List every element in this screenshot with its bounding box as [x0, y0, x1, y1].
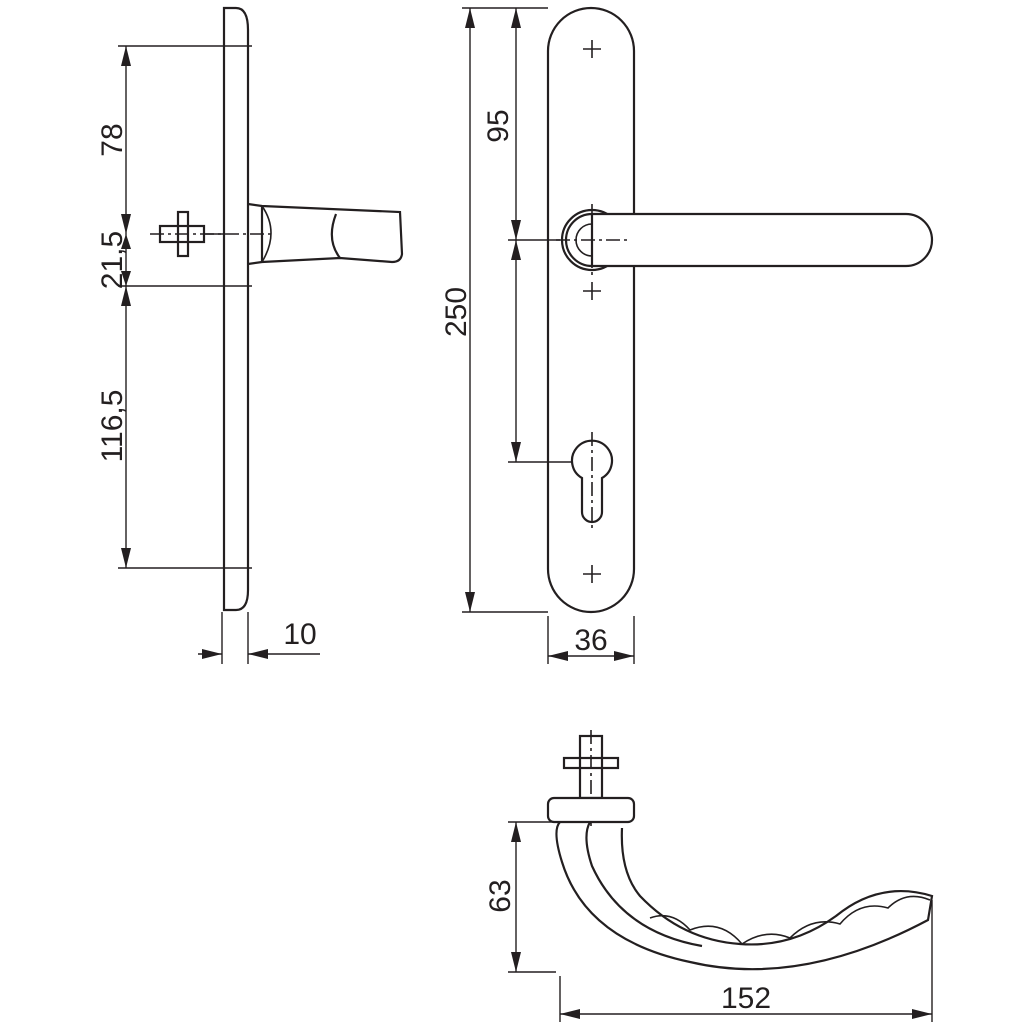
dim-front-spindle-cylinder: 95	[482, 8, 521, 462]
dim-front-width: 36	[548, 624, 634, 661]
dim-side-middle: 21,5	[96, 231, 131, 289]
top-view: 63 152	[484, 730, 934, 1022]
dim-78-label: 78	[96, 123, 129, 156]
top-rose	[546, 796, 636, 824]
cylinder-cutout	[570, 439, 614, 524]
side-backplate	[222, 6, 250, 612]
dim-63-label: 63	[484, 879, 517, 912]
screw-hole-mid	[583, 282, 601, 300]
top-lever	[555, 821, 934, 971]
side-lever	[247, 202, 404, 266]
front-lever	[590, 212, 934, 268]
dim-21-5-label: 21,5	[96, 231, 129, 289]
dim-lever-length: 152	[560, 982, 932, 1019]
dim-116-5-label: 116,5	[96, 390, 129, 463]
side-view: 78 21,5 116,5 10	[96, 6, 404, 664]
screw-hole-bottom	[583, 565, 601, 583]
dim-250-label: 250	[440, 287, 473, 337]
dim-36-label: 36	[574, 624, 607, 657]
screw-hole-top	[583, 40, 601, 58]
dim-side-upper: 78	[96, 46, 131, 234]
dim-side-lower: 116,5	[96, 286, 131, 568]
dim-152-label: 152	[721, 982, 771, 1015]
dim-10-label: 10	[283, 618, 316, 651]
dim-front-height: 250	[440, 8, 475, 612]
dim-95-label: 95	[482, 109, 515, 142]
front-backplate	[546, 6, 636, 614]
dim-lever-drop: 63	[484, 822, 521, 972]
dim-side-thickness: 10	[198, 618, 320, 659]
front-view: 250 95 36	[440, 6, 934, 664]
